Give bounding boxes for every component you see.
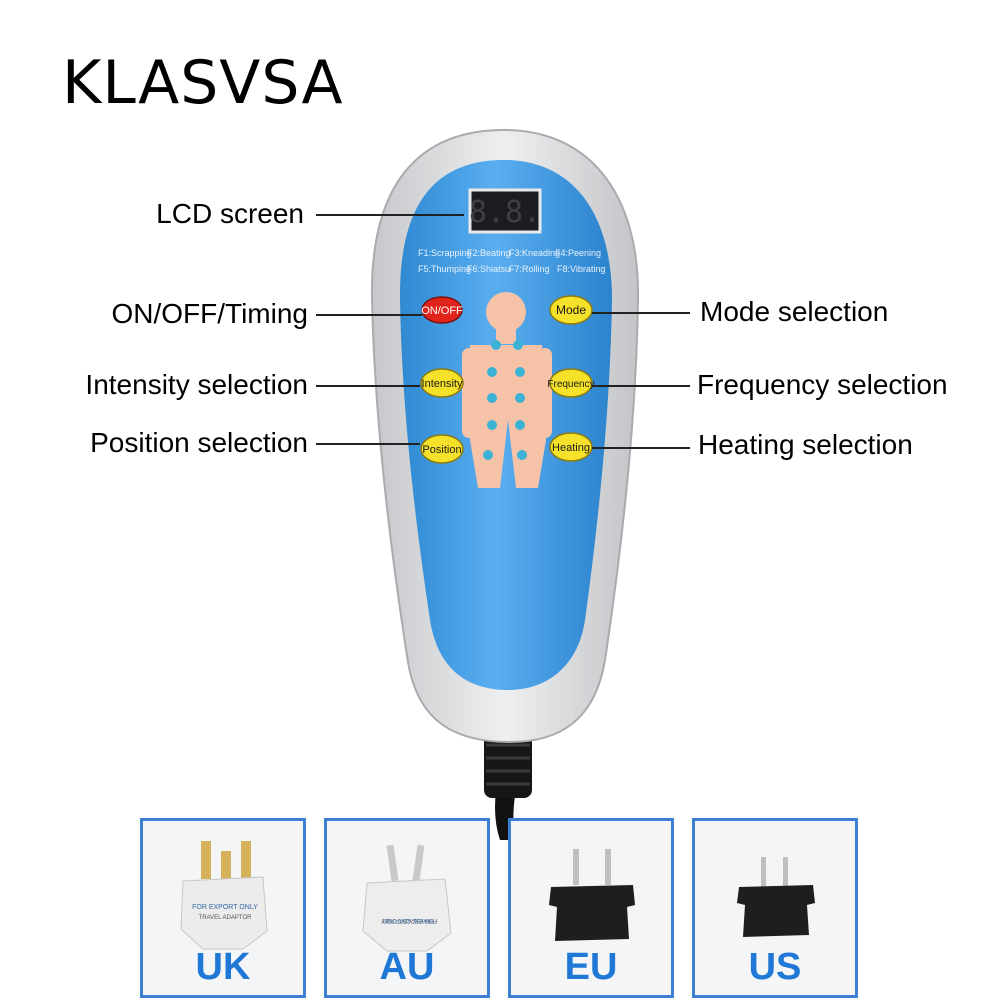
function-f1: F1:Scrapping [418,248,472,258]
callout-line-frequency [592,385,690,387]
onoff-button[interactable]: ON/OFF [421,296,463,324]
plug-label-us: US [748,946,802,988]
plug-label-eu: EU [564,946,618,988]
uk-plug-print-1: FOR EXPORT ONLY [192,904,258,911]
function-f5: F5:Thumping [418,264,471,274]
svg-text:Mode: Mode [556,303,586,317]
callout-mode-selection: Mode selection [700,296,889,327]
plug-panel-us: US [692,818,858,998]
callout-line-position [316,443,420,445]
lcd-digits: 8.8. [469,195,541,230]
svg-text:Heating: Heating [552,442,590,454]
svg-text:ON/OFF: ON/OFF [421,305,463,317]
au-plug-print-1: FOR EXPORT ONLY [381,917,437,923]
lcd-screen: 8.8. [468,188,542,234]
uk-plug-print-2: TRAVEL ADAPTOR [199,915,253,921]
plug-label-uk: UK [195,946,251,988]
function-f2: F2:Beating [467,248,511,258]
callout-position-selection: Position selection [90,427,308,458]
plug-panel-uk: FOR EXPORT ONLY TRAVEL ADAPTOR UK [140,818,306,998]
svg-text:Frequency: Frequency [547,379,594,390]
callout-line-mode [592,312,690,314]
svg-text:Position: Position [422,444,461,456]
callout-heating-selection: Heating selection [698,429,913,460]
plug-label-au: AU [379,946,435,988]
plug-panel-eu: EU [508,818,674,998]
callout-line-onoff [316,314,422,316]
intensity-button[interactable]: Intensity [420,368,464,398]
brand-logo-text: KLASVSA [62,48,344,118]
function-f3: F3:Kneading [509,248,560,258]
callout-line-intensity [316,385,420,387]
plug-panel-au: FOR EXPORT ONLY TRAVEL ADAPTOR AU [324,818,490,998]
function-f4: F4:Peening [555,248,601,258]
eu-plug-icon [549,849,635,941]
callout-onoff-timing: ON/OFF/Timing [111,298,308,329]
au-plug-icon: FOR EXPORT ONLY TRAVEL ADAPTOR [362,844,452,952]
svg-text:Intensity: Intensity [422,378,463,390]
function-f8: F8:Vibrating [557,264,605,274]
callout-frequency-selection: Frequency selection [697,369,948,400]
function-f7: F7:Rolling [509,264,550,274]
callout-intensity-selection: Intensity selection [85,369,308,400]
us-plug-icon [737,857,815,937]
callout-line-heating [592,447,690,449]
mode-button[interactable]: Mode [549,295,593,325]
callout-line-lcd [316,214,464,216]
callout-lcd-screen: LCD screen [156,198,304,229]
frequency-button[interactable]: Frequency [547,368,595,398]
position-button[interactable]: Position [420,434,464,464]
function-f6: F6:Shiatsu [467,264,510,274]
uk-plug-icon: FOR EXPORT ONLY TRAVEL ADAPTOR [180,841,268,950]
heating-button[interactable]: Heating [549,432,593,462]
au-plug-print-2: TRAVEL ADAPTOR [382,917,436,923]
